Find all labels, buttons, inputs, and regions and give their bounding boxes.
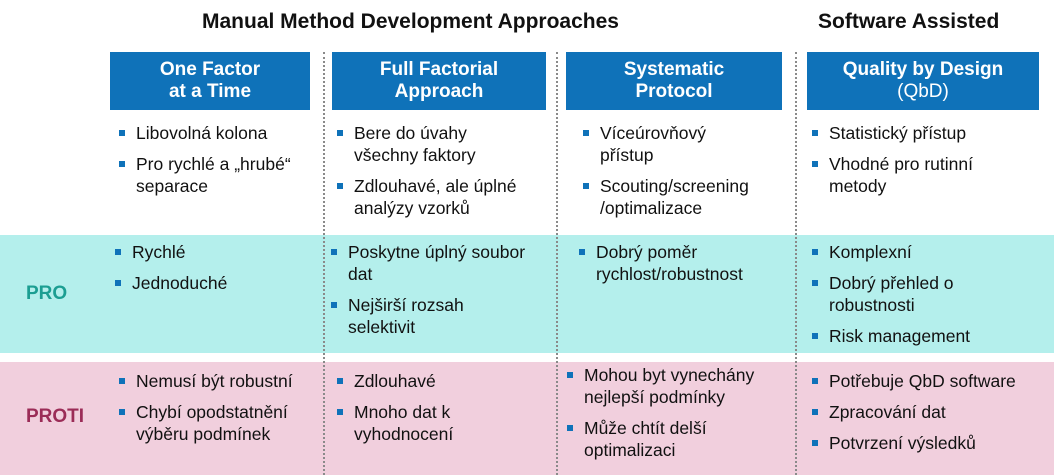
column-header-systematic: Systematic Protocol [566, 52, 782, 110]
list-item: Zdlouhavé, ale úplné analýzy vzorků [332, 175, 522, 219]
list-item: Scouting/screening /optimalizace [578, 175, 778, 219]
list-item: Libovolná kolona [114, 122, 314, 144]
list-item: Statistický přístup [807, 122, 997, 144]
column-header-qbd: Quality by Design (QbD) [807, 52, 1039, 110]
list-item: Potřebuje QbD software [807, 370, 1037, 392]
cell-pro-full-factorial: Poskytne úplný soubor dat Nejširší rozsa… [326, 241, 550, 347]
column-header-line: One Factor [159, 59, 261, 80]
list-item: Komplexní [807, 241, 1012, 263]
list-item: Potvrzení výsledků [807, 432, 1037, 454]
row-label-proti: PROTI [26, 406, 85, 427]
row-label-pro: PRO [26, 283, 68, 304]
column-header-line: Systematic [623, 59, 725, 80]
column-header-line: at a Time [168, 81, 252, 102]
list-item: Dobrý přehled o robustnosti [807, 272, 989, 316]
list-item: Pro rychlé a „hrubé“ separace [114, 153, 301, 197]
column-divider [323, 52, 325, 475]
cell-pro-qbd: Komplexní Dobrý přehled o robustnosti Ri… [807, 241, 1012, 356]
column-header-line: Quality by Design [842, 59, 1004, 80]
pro-row-band [0, 235, 1054, 353]
cell-description-qbd: Statistický přístup Vhodné pro rutinní m… [807, 122, 997, 206]
column-header-line: Full Factorial [379, 59, 499, 80]
cell-proti-qbd: Potřebuje QbD software Zpracování dat Po… [807, 370, 1037, 463]
cell-proti-full-factorial: Zdlouhavé Mnoho dat k vyhodnocení [332, 370, 532, 454]
column-divider [556, 52, 558, 475]
manual-approaches-heading: Manual Method Development Approaches [202, 10, 619, 33]
list-item: Poskytne úplný soubor dat [326, 241, 550, 285]
list-item: Bere do úvahy všechny faktory [332, 122, 504, 166]
cell-pro-systematic: Dobrý poměr rychlost/robustnost [574, 241, 779, 294]
column-divider [795, 52, 797, 475]
list-item: Mnoho dat k vyhodnocení [332, 401, 484, 445]
list-item: Zpracování dat [807, 401, 1037, 423]
column-header-line: Approach [394, 81, 484, 102]
list-item: Jednoduché [110, 272, 310, 294]
list-item: Víceúrovňový přístup [578, 122, 740, 166]
list-item: Vhodné pro rutinní metody [807, 153, 997, 197]
column-header-line: (QbD) [897, 81, 949, 102]
list-item: Nejširší rozsah selektivit [326, 294, 518, 338]
cell-description-one-factor: Libovolná kolona Pro rychlé a „hrubé“ se… [114, 122, 314, 206]
proti-row-band [0, 362, 1054, 475]
cell-proti-one-factor: Nemusí být robustní Chybí opodstatnění v… [114, 370, 319, 454]
cell-description-systematic: Víceúrovňový přístup Scouting/screening … [578, 122, 778, 228]
list-item: Chybí opodstatnění výběru podmínek [114, 401, 321, 445]
list-item: Rychlé [110, 241, 310, 263]
list-item: Může chtít delší optimalizaci [562, 417, 734, 461]
list-item: Zdlouhavé [332, 370, 532, 392]
list-item: Nemusí být robustní [114, 370, 319, 392]
list-item: Risk management [807, 325, 1012, 347]
column-header-line: Protocol [635, 81, 713, 102]
cell-description-full-factorial: Bere do úvahy všechny faktory Zdlouhavé,… [332, 122, 522, 228]
cell-pro-one-factor: Rychlé Jednoduché [110, 241, 310, 303]
column-header-full-factorial: Full Factorial Approach [332, 52, 546, 110]
column-header-one-factor: One Factor at a Time [110, 52, 310, 110]
cell-proti-systematic: Mohou byt vynechány nejlepší podmínky Mů… [562, 364, 787, 470]
software-assisted-heading: Software Assisted [818, 10, 1000, 33]
list-item: Dobrý poměr rychlost/robustnost [574, 241, 771, 285]
list-item: Mohou byt vynechány nejlepší podmínky [562, 364, 784, 408]
